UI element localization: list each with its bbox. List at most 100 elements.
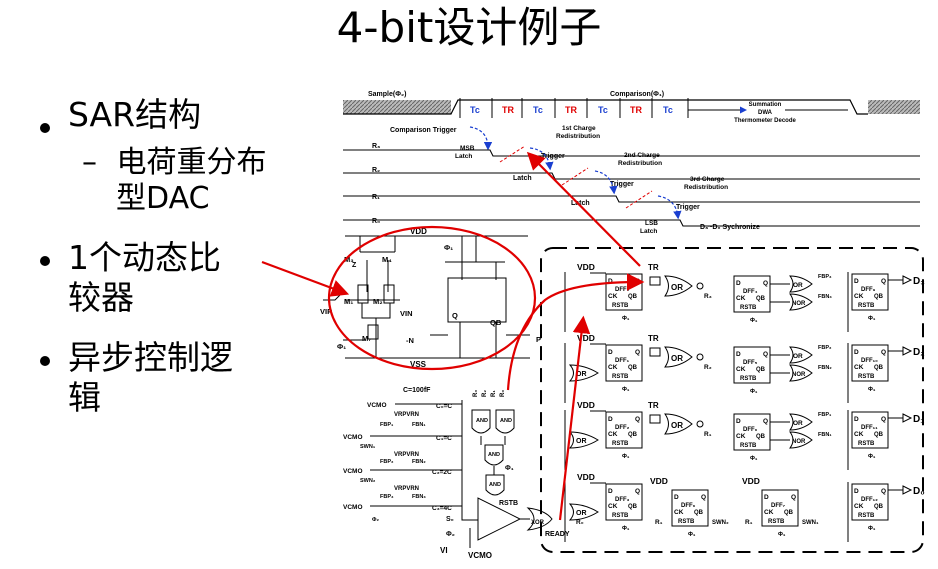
logic-label: Φ₁: [868, 526, 876, 532]
logic-label: DFF₉: [861, 287, 876, 293]
logic-label: Φ₁: [688, 532, 696, 538]
svg-text:R₂: R₂: [372, 167, 380, 174]
dff-block: [605, 344, 643, 382]
svg-text:Latch: Latch: [640, 228, 657, 235]
svg-text:XOR: XOR: [531, 520, 545, 526]
svg-text:Redistribution: Redistribution: [556, 133, 600, 140]
svg-text:Summation: Summation: [749, 102, 782, 108]
logic-label: DFF₀: [615, 287, 630, 293]
svg-text:Φ₂: Φ₂: [372, 517, 380, 523]
svg-text:R₁: R₁: [372, 194, 380, 201]
svg-text:Tc: Tc: [470, 105, 480, 115]
svg-text:LSB: LSB: [645, 220, 658, 227]
logic-label: CK: [736, 366, 746, 373]
svg-text:M₂: M₂: [373, 297, 383, 306]
svg-text:RSTB: RSTB: [499, 500, 518, 507]
slide-title: 4-bit设计例子: [336, 3, 602, 52]
svg-text:2nd Charge: 2nd Charge: [624, 152, 660, 159]
svg-text:M₁: M₁: [344, 297, 353, 306]
logic-label: D: [736, 418, 741, 425]
comparator-highlight-ellipse: [327, 225, 537, 371]
bullet-dot: [40, 123, 50, 133]
svg-text:DWA: DWA: [758, 110, 773, 116]
svg-text:Tc: Tc: [533, 105, 543, 115]
logic-label: Φ₁: [750, 318, 758, 324]
logic-label: QB: [628, 432, 638, 438]
dff-block: [733, 413, 771, 451]
logic-label: OR: [671, 421, 683, 430]
logic-label: RSTB: [740, 376, 757, 382]
sub-bullet-dash: –: [82, 145, 97, 180]
or-gate: [789, 346, 813, 364]
logic-label: QB: [874, 294, 884, 300]
svg-text:C₃=4C: C₃=4C: [432, 505, 452, 512]
or-gate: [664, 346, 693, 368]
logic-label: NOR: [792, 372, 806, 378]
logic-label: OR: [793, 353, 803, 360]
output-node: [696, 353, 704, 361]
svg-text:FBP₁: FBP₁: [380, 422, 394, 428]
svg-text:Tc: Tc: [663, 105, 673, 115]
logic-label: DFF₁₁: [861, 425, 878, 431]
logic-label: QB: [628, 365, 638, 371]
svg-text:R₀: R₀: [500, 390, 506, 397]
svg-text:AND: AND: [476, 418, 488, 424]
logic-label: RSTB: [858, 374, 875, 380]
dff-block: [733, 275, 771, 313]
svg-text:C₀=C: C₀=C: [436, 403, 452, 410]
svg-text:VIP: VIP: [320, 307, 332, 316]
svg-text:SWN₂: SWN₂: [360, 478, 376, 484]
svg-text:MSB: MSB: [460, 145, 475, 152]
svg-text:Latch: Latch: [513, 175, 532, 182]
svg-text:SWN₁: SWN₁: [360, 444, 376, 450]
logic-label: R₂: [704, 364, 712, 371]
logic-label: D: [736, 280, 741, 287]
svg-text:R₃: R₃: [372, 143, 380, 150]
logic-label: CK: [854, 293, 864, 300]
logic-label: QB: [874, 432, 884, 438]
tr-label: TR: [648, 334, 659, 343]
logic-label: D: [854, 278, 859, 285]
svg-text:Φ₁: Φ₁: [337, 342, 346, 351]
logic-label: Q: [635, 488, 640, 495]
logic-label: QB: [784, 510, 794, 516]
logic-label: FBP₃: [818, 274, 832, 280]
logic-label: Φ₁: [622, 526, 630, 532]
svg-text:TR: TR: [630, 105, 642, 115]
svg-text:Tc: Tc: [598, 105, 608, 115]
logic-label: Φ₁: [750, 456, 758, 462]
svg-text:VRPVRN: VRPVRN: [394, 486, 419, 492]
logic-label: DFF₇: [771, 503, 786, 509]
delay-element: [649, 276, 661, 286]
logic-label: CK: [854, 431, 864, 438]
digital-output-label: D₀: [913, 486, 925, 497]
dff-block: [671, 489, 709, 527]
logic-label: DFF₆: [743, 427, 758, 433]
svg-text:1st Charge: 1st Charge: [562, 125, 596, 132]
logic-label: DFF₁₂: [861, 497, 878, 503]
tr-label: TR: [648, 263, 659, 272]
logic-label: QB: [874, 504, 884, 510]
logic-label: CK: [854, 364, 864, 371]
svg-text:VRPVRN: VRPVRN: [394, 452, 419, 458]
svg-text:FBP₂: FBP₂: [380, 459, 394, 465]
logic-label: RSTB: [740, 443, 757, 449]
vdd-label: VDD: [577, 262, 595, 272]
dff-block: [851, 411, 889, 449]
logic-label: R₁: [745, 519, 753, 526]
digital-output-label: D₃: [913, 276, 925, 287]
logic-label: Φ₁: [750, 389, 758, 395]
or-gate: [568, 431, 599, 449]
logic-label: DFF₁₀: [861, 358, 878, 364]
delay-element: [649, 347, 661, 357]
logic-label: OR: [793, 282, 803, 289]
dff-block: [851, 483, 889, 521]
logic-label: RSTB: [612, 513, 629, 519]
svg-text:C=100fF: C=100fF: [403, 387, 431, 394]
tr-label: TR: [648, 401, 659, 410]
logic-label: RSTB: [612, 441, 629, 447]
svg-text:Trigger: Trigger: [541, 153, 565, 160]
or-gate: [789, 275, 813, 293]
svg-text:Redistribution: Redistribution: [684, 184, 728, 191]
